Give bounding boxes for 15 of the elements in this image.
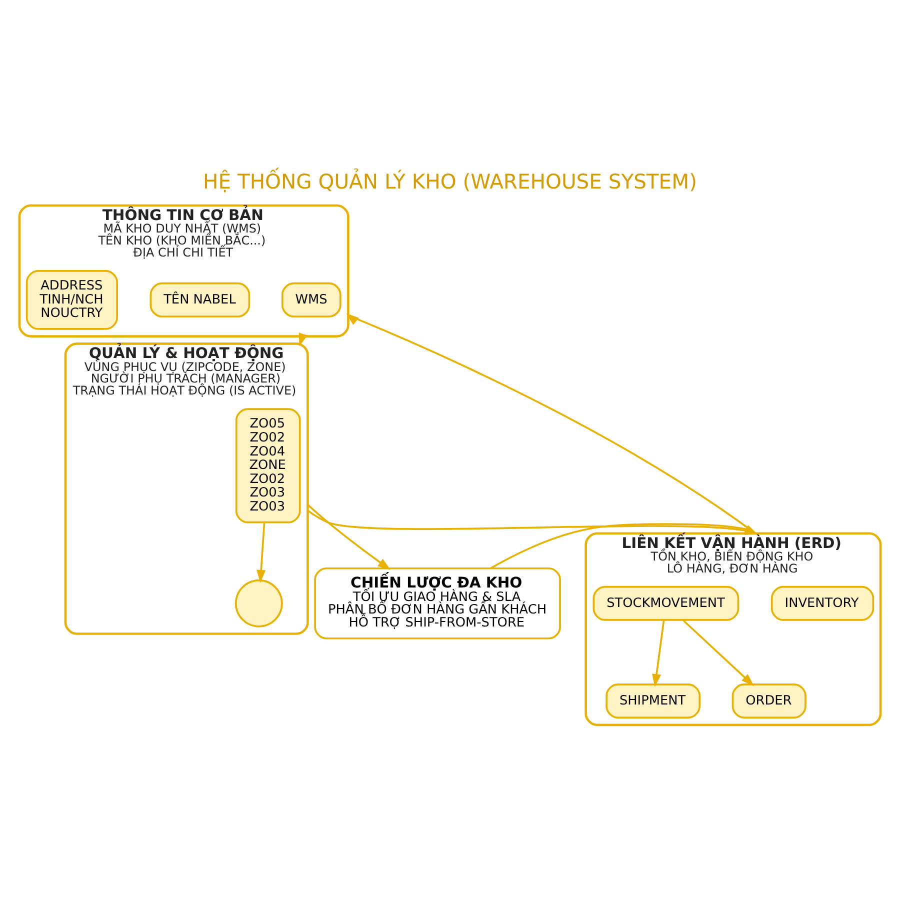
node-box: ADDRESS TINH/NCH NOUCTRY <box>26 270 118 330</box>
node-box: WMS <box>281 282 342 317</box>
node-box: ZO05 ZO02 ZO04 ZONE ZO02 ZO03 ZO03 <box>235 408 301 523</box>
node-box: SHIPMENT <box>606 683 700 718</box>
node-box: ORDER <box>732 683 806 718</box>
node-box: STOCKMOVEMENT <box>592 585 740 620</box>
node-person <box>234 578 283 627</box>
arrow <box>256 522 266 582</box>
arrow <box>682 618 754 686</box>
arrow <box>652 620 665 686</box>
node-box: CHIẾN LƯỢC ĐA KHO TỐI ƯU GIAO HÀNG & SLA PHÂN BỔ ĐƠN HÀNG GẦN KHÁCH HỖ TRỢ SHIP-FROM-STORE <box>314 566 561 639</box>
diagram-title: HỆ THỐNG QUẢN LÝ KHO (WAREHOUSE SYSTEM) <box>203 169 697 194</box>
node-box: INVENTORY <box>770 585 874 620</box>
arrow <box>307 504 391 570</box>
node-box: TÊN NABEL <box>150 282 250 317</box>
